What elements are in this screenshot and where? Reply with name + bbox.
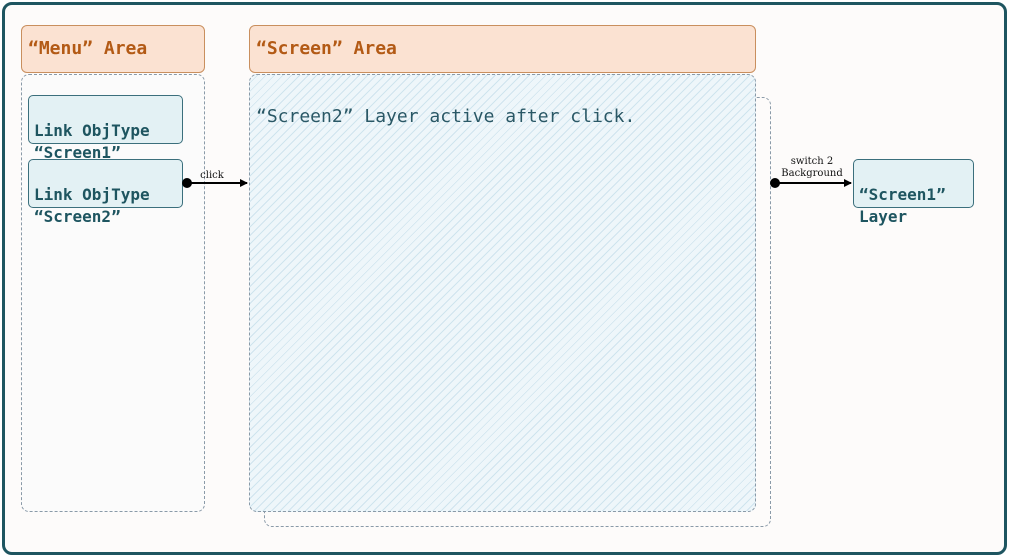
link-screen2-box[interactable]: Link ObjType “Screen2” [28, 159, 183, 226]
menu-area-body [21, 74, 205, 512]
menu-area-title: “Menu” Area [28, 38, 148, 59]
menu-area-header: “Menu” Area [21, 25, 205, 73]
screen-active-text: “Screen2” Layer active after click. [256, 106, 636, 127]
switch-background-label: switch 2 Background [781, 156, 843, 179]
screen1-layer-label: “Screen1” Layer [859, 185, 946, 226]
click-label: click [200, 170, 224, 181]
screen1-layer-box: “Screen1” Layer [853, 159, 974, 226]
click-connector [182, 178, 248, 188]
link-screen2-label: Link ObjType “Screen2” [34, 185, 150, 226]
screen-area-title: “Screen” Area [256, 38, 397, 59]
link-screen1-box[interactable]: Link ObjType “Screen1” [28, 95, 183, 162]
screen-area-header: “Screen” Area [249, 25, 756, 73]
screen-area-body [249, 74, 756, 512]
switch-connector [770, 178, 852, 188]
link-screen1-label: Link ObjType “Screen1” [34, 121, 150, 162]
